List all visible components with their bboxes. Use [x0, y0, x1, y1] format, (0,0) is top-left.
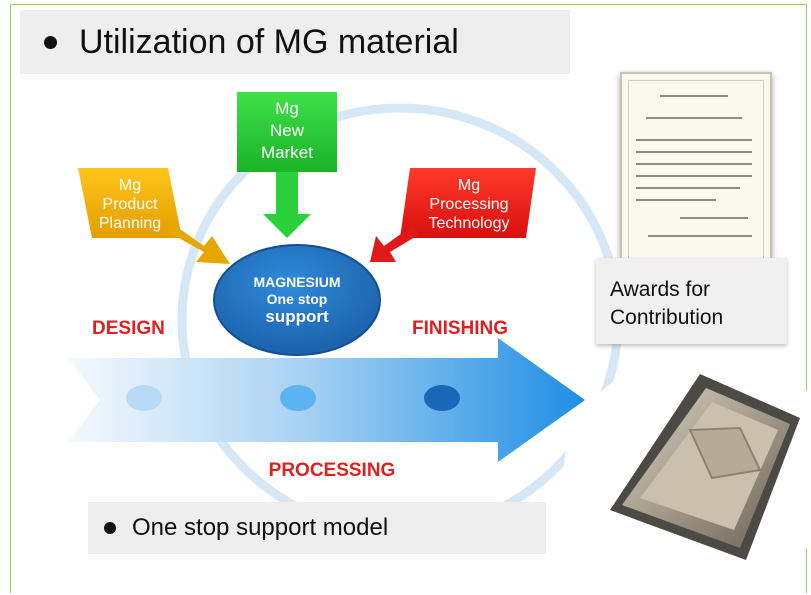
- footer-bullet: [104, 522, 116, 534]
- awards-card: Awards for Contribution: [596, 258, 787, 344]
- processing-technology-line-3: Technology: [428, 215, 510, 232]
- processing-technology-line-2: Processing: [429, 196, 509, 213]
- footer-text: One stop support model: [132, 514, 389, 541]
- center-label: MAGNESIUM One stop support: [222, 274, 372, 325]
- title-bullet: [44, 35, 57, 49]
- process-arrow: [68, 338, 585, 462]
- new-market-block: [237, 92, 337, 238]
- stage-finishing-label: FINISHING: [412, 318, 509, 339]
- title-box: Utilization of MG material: [20, 10, 570, 74]
- new-market-line-2: New: [269, 121, 304, 140]
- product-planning-line-1: Mg: [118, 177, 142, 194]
- center-line-3: support: [265, 307, 329, 326]
- stage-dot-design: [126, 385, 162, 411]
- new-market-label: Mg New Market: [237, 98, 337, 164]
- new-market-line-3: Market: [261, 143, 313, 162]
- award-certificate: [620, 72, 772, 272]
- product-planning-label: Mg Product Planning: [84, 176, 176, 233]
- center-line-2: One stop: [266, 291, 328, 307]
- footer-box: One stop support model: [88, 502, 546, 554]
- processing-technology-line-1: Mg: [457, 177, 481, 194]
- processing-technology-block: [370, 168, 536, 262]
- stage-dot-processing: [280, 385, 316, 411]
- awards-line-2: Contribution: [610, 306, 724, 329]
- new-market-line-1: Mg: [275, 99, 299, 118]
- slide-frame: [10, 4, 807, 593]
- tray-photo: [564, 354, 811, 586]
- product-planning-block: [78, 168, 230, 264]
- certificate-border: [628, 80, 764, 264]
- product-planning-line-3: Planning: [98, 215, 162, 232]
- page-title: Utilization of MG material: [79, 22, 459, 61]
- awards-line-1: Awards for: [610, 278, 710, 301]
- awards-text: Awards for Contribution: [610, 276, 723, 332]
- magnesium-center: [213, 244, 381, 356]
- product-planning-line-2: Product: [102, 196, 158, 213]
- stage-design-label: DESIGN: [92, 318, 165, 339]
- stage-processing-label: PROCESSING: [268, 460, 396, 481]
- center-line-1: MAGNESIUM: [253, 274, 341, 290]
- processing-technology-label: Mg Processing Technology: [408, 176, 530, 233]
- stage-dot-finishing: [424, 385, 460, 411]
